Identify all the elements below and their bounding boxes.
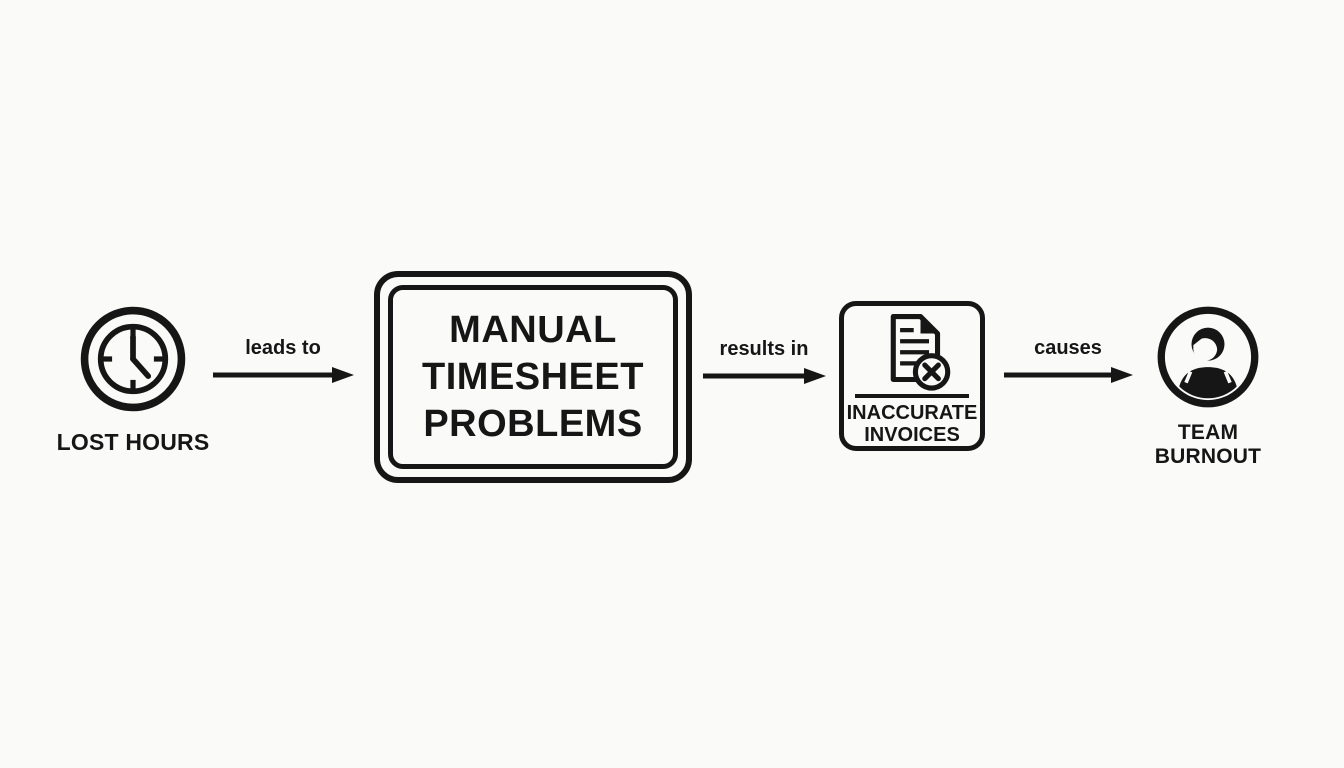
team-burnout-line-2: BURNOUT <box>1154 445 1262 468</box>
clock-icon <box>80 306 186 412</box>
node-lost-hours: LOST HOURS <box>43 302 223 455</box>
node-inaccurate-invoices: INACCURATE INVOICES <box>839 301 985 451</box>
edge-leads-to-label: leads to <box>245 337 321 359</box>
edge-causes: causes <box>1003 337 1133 384</box>
node-manual-timesheet-problems: MANUAL TIMESHEET PROBLEMS <box>374 271 692 483</box>
node-team-burnout: TEAM BURNOUT <box>1123 302 1293 469</box>
invoice-error-icon <box>890 313 951 391</box>
team-burnout-line-1: TEAM <box>1177 421 1239 444</box>
person-icon <box>1157 306 1259 408</box>
manual-timesheet-problems-inner-border: MANUAL TIMESHEET PROBLEMS <box>388 285 678 469</box>
arrow-right-icon <box>1004 367 1133 383</box>
manual-timesheet-problems-line-1: MANUAL <box>449 308 617 351</box>
arrow-right-icon <box>213 367 354 383</box>
manual-timesheet-problems-line-2: TIMESHEET <box>422 355 644 398</box>
edge-results-in: results in <box>702 338 826 385</box>
edge-results-in-label: results in <box>719 338 809 360</box>
inaccurate-invoices-line-2: INVOICES <box>864 424 960 446</box>
card-divider <box>855 394 969 398</box>
manual-timesheet-problems-line-3: PROBLEMS <box>423 402 643 445</box>
edge-causes-label: causes <box>1034 337 1102 359</box>
arrow-right-icon <box>703 368 826 384</box>
inaccurate-invoices-line-1: INACCURATE <box>846 402 978 424</box>
edge-leads-to: leads to <box>212 337 354 384</box>
lost-hours-label: LOST HOURS <box>56 429 210 455</box>
